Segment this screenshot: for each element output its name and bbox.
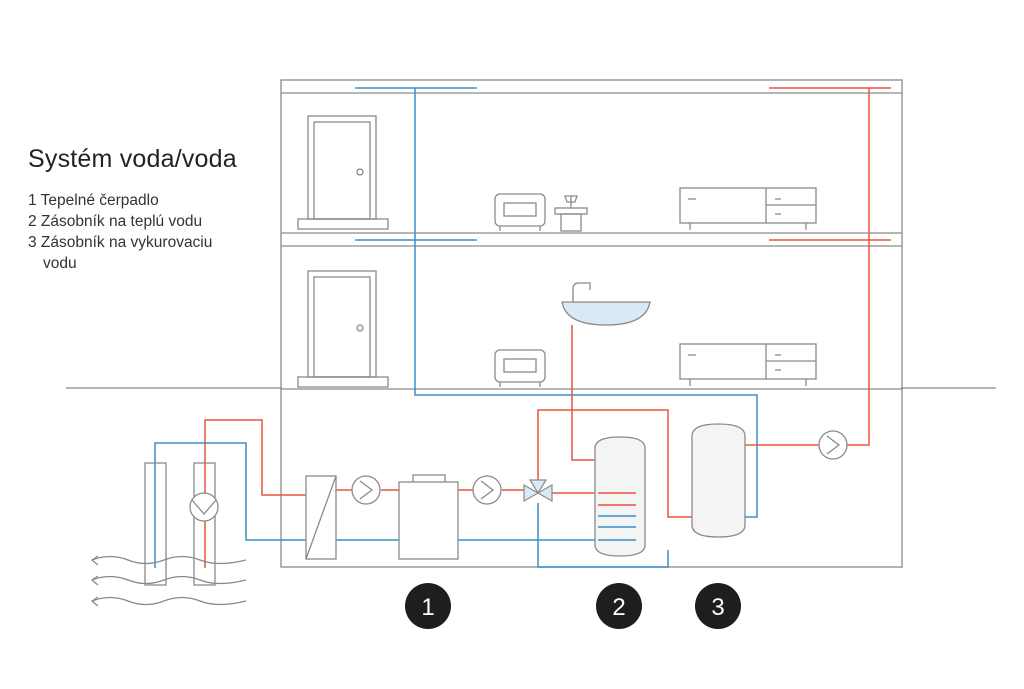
legend-item-heating-water-tank: 3 Zásobník na vykurovaciu [28, 234, 213, 251]
side-table-lamp-icon [554, 195, 588, 232]
cold-riser-pipe [414, 88, 758, 518]
floor-cold-line [355, 87, 477, 241]
heat-exchanger [305, 475, 337, 560]
sink-icon [561, 282, 651, 326]
three-way-valve-icon [523, 479, 553, 503]
legend: 1 Tepelné čerpadlo 2 Zásobník na teplú v… [28, 190, 212, 274]
badge-label-2: 2 [612, 594, 625, 621]
floor-hot-line [769, 87, 891, 241]
heat-pump-unit [398, 474, 459, 560]
badge-heat-pump: 1 [405, 583, 451, 629]
badge-hot-water-tank: 2 [596, 583, 642, 629]
well-hot-pipe [204, 419, 306, 568]
circulation-pump-icon [351, 475, 381, 505]
dresser-icon [679, 187, 817, 230]
armchair-icon [494, 349, 546, 387]
tank-coil [598, 492, 636, 541]
door-icon [297, 115, 389, 230]
badge-label-1: 1 [421, 594, 434, 621]
legend-item-hot-water-tank: 2 Zásobník na teplú vodu [28, 213, 203, 230]
armchair-icon [494, 193, 546, 231]
badge-heating-water-tank: 3 [695, 583, 741, 629]
door-icon [297, 270, 389, 388]
sink-supply-pipe [571, 325, 595, 461]
well-cold-pipe [154, 442, 306, 568]
hot-water-tank [594, 436, 646, 557]
diagram-title: Systém voda/voda [28, 145, 237, 173]
well-column [144, 462, 216, 586]
hot-pipe [537, 409, 692, 518]
heating-water-tank [691, 423, 746, 538]
hot-riser-pipe [847, 88, 870, 446]
circulation-pump-icon [818, 430, 848, 460]
groundwater-flow-icon [90, 555, 247, 607]
return-cold-pipe [537, 503, 669, 568]
legend-item-heating-water-tank-cont: vodu [43, 255, 77, 272]
well-pump-icon [189, 492, 219, 522]
circulation-pump-icon [472, 475, 502, 505]
dresser-icon [679, 343, 817, 386]
legend-item-heat-pump: 1 Tepelné čerpadlo [28, 192, 159, 209]
badge-label-3: 3 [711, 594, 724, 621]
